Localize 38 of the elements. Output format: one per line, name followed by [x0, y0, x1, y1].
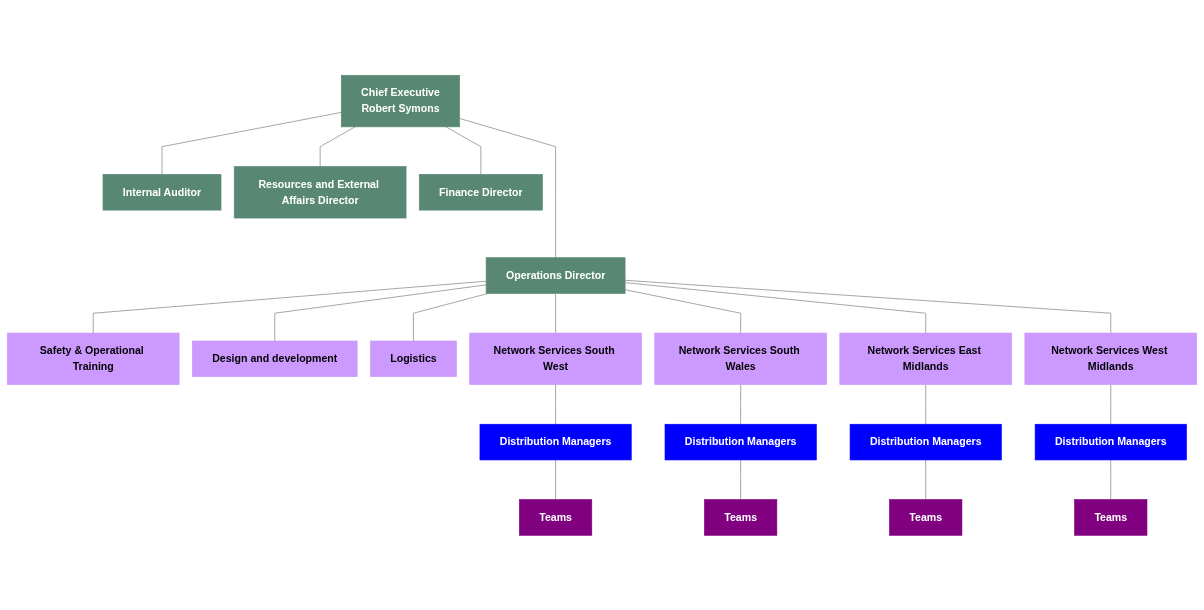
connector [925, 383, 927, 425]
node-box: Distribution Managers [664, 423, 817, 460]
connector [624, 281, 927, 334]
connector [555, 292, 557, 334]
connector [740, 459, 742, 500]
connector [1110, 459, 1112, 500]
node-box: Network Services South West [469, 332, 642, 385]
node-box: Network Services South Wales [654, 332, 827, 385]
connector [92, 280, 487, 334]
node-box: Internal Auditor [102, 173, 222, 211]
node-box: Resources and External Affairs Director [233, 165, 407, 219]
node-box: Safety & Operational Training [6, 332, 180, 385]
node-box: Logistics [370, 340, 457, 377]
node-box: Distribution Managers [849, 423, 1002, 460]
connector [555, 383, 557, 425]
connector [1110, 383, 1112, 425]
node-box: Operations Director [485, 257, 626, 294]
connector [624, 279, 1112, 334]
node-box: Distribution Managers [479, 423, 632, 460]
node-box: Finance Director [418, 173, 543, 211]
connector [412, 292, 489, 342]
node-box: Teams [519, 498, 593, 536]
connector [161, 111, 342, 175]
node-box: Network Services West Midlands [1024, 332, 1198, 385]
connector [274, 284, 487, 342]
node-box: Design and development [192, 340, 358, 377]
connector [319, 126, 356, 167]
node-box: Teams [889, 498, 963, 536]
connector [459, 117, 557, 258]
connector [925, 459, 927, 500]
node-box: Network Services East Midlands [839, 332, 1012, 385]
connector [624, 288, 742, 334]
node-box: Distribution Managers [1034, 423, 1187, 460]
node-box: Chief Executive Robert Symons [340, 74, 460, 127]
node-box: Teams [704, 498, 778, 536]
connector [740, 383, 742, 425]
node-box: Teams [1074, 498, 1148, 536]
connector [555, 459, 557, 500]
